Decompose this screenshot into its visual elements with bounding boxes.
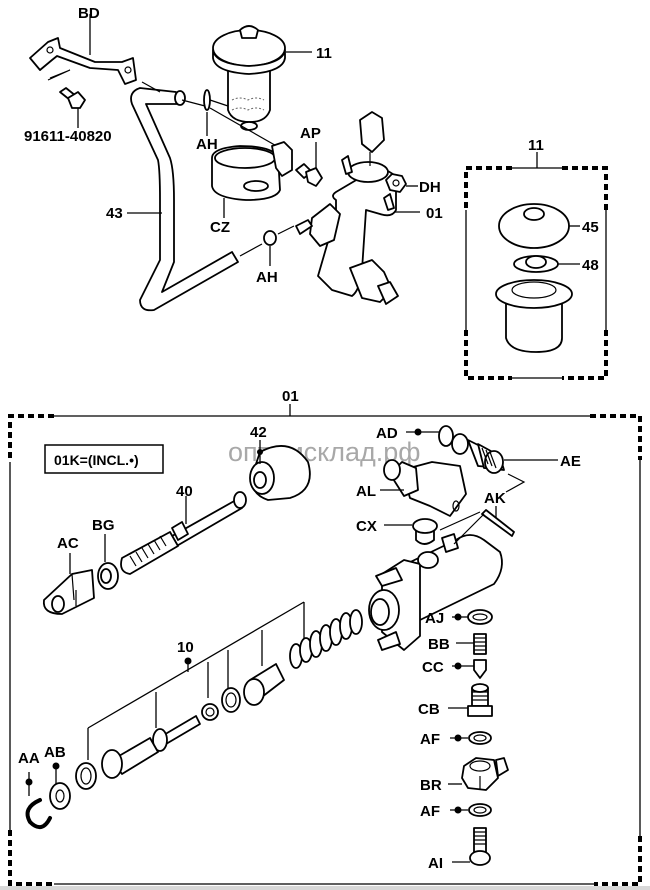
label-cc: CC [422,659,444,676]
kit-note-box [44,444,164,474]
washer-af-1 [450,731,492,745]
spring-bb [456,633,487,655]
nut-dh [385,173,418,193]
bolt-ap [295,142,323,187]
label-snap-ring-aa: AA [18,750,40,767]
bracket-bd [29,14,137,85]
label-ae: AE [560,453,581,470]
label-bd: BD [78,5,100,22]
bottom-edge [0,886,650,890]
label-kit-10: 10 [177,639,194,656]
bolt-91611 [59,87,86,128]
label-cylinder-01: 01 [426,205,443,222]
spring [289,609,363,669]
nut-bg [97,534,119,590]
label-nut-bg: BG [92,517,115,534]
label-group-01: 01 [282,388,299,405]
label-strainer-48: 48 [582,257,599,274]
clevis-ac [42,553,95,615]
pin-ak [439,473,526,545]
reservoir-11 [212,25,312,131]
cylinder-body [368,533,503,651]
hose-43 [127,81,239,312]
label-washer-ab: AB [44,744,66,761]
valve-cc [452,659,487,679]
master-cylinder-01 [295,111,420,305]
boot-42 [249,440,311,501]
label-ap: AP [300,125,321,142]
label-cap-45: 45 [582,219,599,236]
label-cb: CB [418,701,440,718]
fitting-ad-ae [406,425,558,474]
clip-ah-top [203,89,281,149]
clamp-cz [211,141,293,218]
label-ah-bottom: AH [256,269,278,286]
clip-ah-bottom [239,225,295,266]
label-ah-top: AH [196,136,218,153]
label-aj: AJ [425,610,444,627]
label-boot-42: 42 [250,424,267,441]
bushing-cx [384,518,438,545]
washer-af-2 [450,803,492,817]
lower-frame-01 [8,404,642,886]
label-dh: DH [419,179,441,196]
label-reservoir-11: 11 [316,45,332,62]
label-br: BR [420,777,442,794]
label-bolt-91611-40820: 91611-40820 [24,128,112,145]
plug-cb [448,683,493,717]
snap-ring-aa [25,772,52,830]
label-ad: AD [376,425,398,442]
push-rod-40 [120,491,247,575]
bolt-ai [452,827,491,866]
fitting-al [380,459,467,517]
washer-ab [49,762,71,810]
union-br [448,757,509,791]
label-bb: BB [428,636,450,653]
label-hose-43: 43 [106,205,123,222]
label-inset-11: 11 [528,137,544,154]
kit-10-parts [75,663,285,790]
seal-aj [452,609,493,625]
label-clevis-ac: AC [57,535,79,552]
label-cz: CZ [210,219,230,236]
upper-assembly: BD 91611-40820 43 11 [24,5,443,312]
label-pin-ak: AK [484,490,506,507]
label-bushing-cx: CX [356,518,377,535]
label-af-2: AF [420,803,440,820]
kit-note-text: 01K=(INCL.•) [54,452,139,468]
inset-reservoir-11 [464,152,608,380]
label-push-rod-40: 40 [176,483,193,500]
label-af-1: AF [420,731,440,748]
label-ai: AI [428,855,443,872]
label-fitting-al: AL [356,483,376,500]
